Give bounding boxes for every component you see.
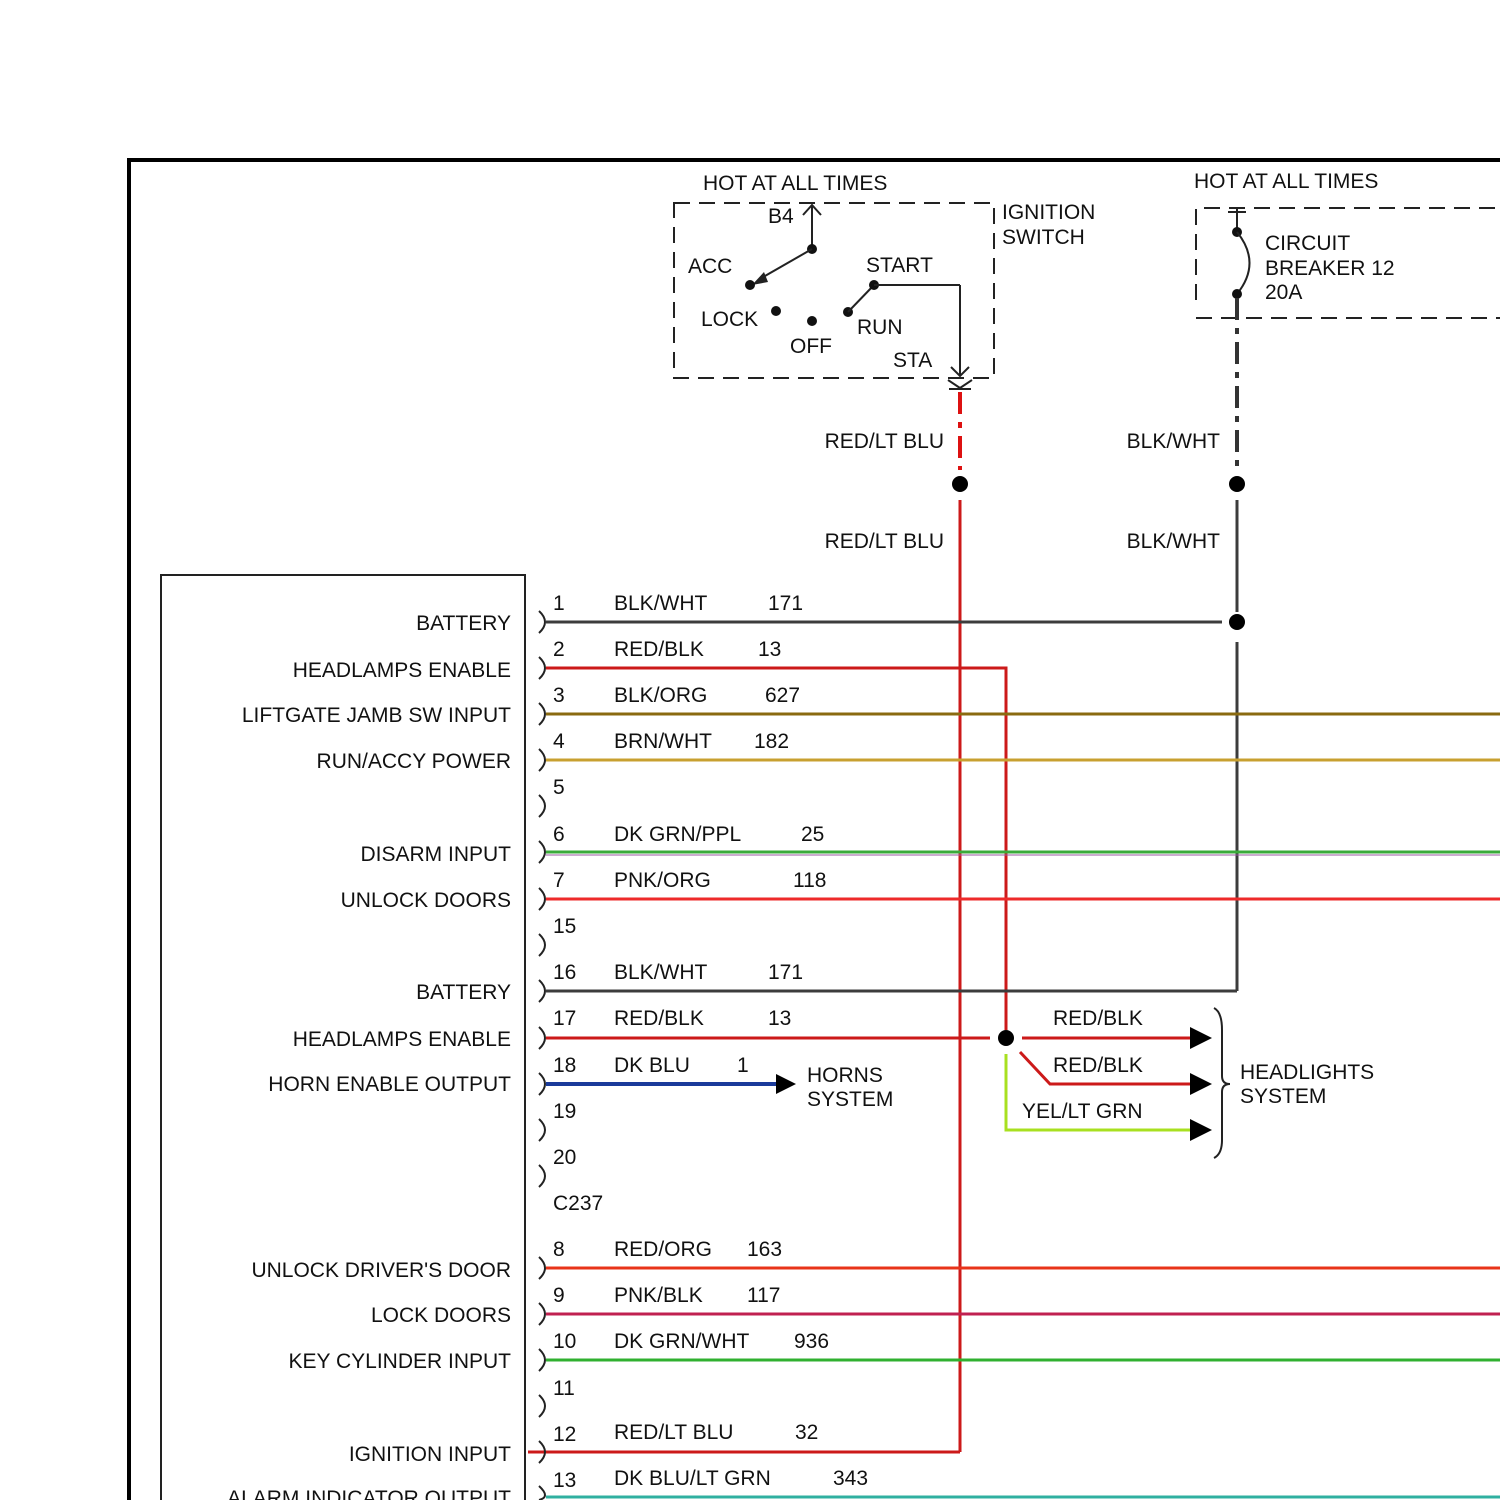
circuit-number: 117 bbox=[747, 1284, 780, 1307]
pin-number: 17 bbox=[553, 1007, 576, 1030]
circuit-number: 182 bbox=[754, 730, 789, 753]
pin-number: 9 bbox=[553, 1284, 565, 1307]
pin-number: 8 bbox=[553, 1238, 565, 1261]
horns-label-1: HORNS bbox=[807, 1064, 883, 1087]
circuit-number: 343 bbox=[833, 1467, 868, 1490]
circuit-number: 627 bbox=[765, 684, 800, 707]
feed-red-lt-blu-upper: RED/LT BLU bbox=[825, 430, 944, 453]
circuit-number: 25 bbox=[801, 823, 824, 846]
ignition-switch-label-1: IGNITION bbox=[1002, 201, 1095, 224]
wire-color: RED/BLK bbox=[614, 638, 704, 661]
horns-label-2: SYSTEM bbox=[807, 1088, 893, 1111]
pin-number: 13 bbox=[553, 1469, 576, 1492]
splice-blk-wht-lower bbox=[1229, 614, 1245, 630]
pin-number: 2 bbox=[553, 638, 565, 661]
sta-label: STA bbox=[893, 349, 932, 372]
wire-color: PNK/ORG bbox=[614, 869, 711, 892]
acc-label: ACC bbox=[688, 255, 732, 278]
circuit-number: 1 bbox=[737, 1054, 749, 1077]
pin-number: 20 bbox=[553, 1146, 576, 1169]
circuit-number: 171 bbox=[768, 592, 803, 615]
splice-red-lt-blu bbox=[952, 476, 968, 492]
pin-number: 1 bbox=[553, 592, 565, 615]
wire-color: DK BLU bbox=[614, 1054, 690, 1077]
pin-number: 18 bbox=[553, 1054, 576, 1077]
wire-color: DK GRN/WHT bbox=[614, 1330, 749, 1353]
wire-color: BLK/WHT bbox=[614, 592, 708, 615]
headlights-wire-1: RED/BLK bbox=[1053, 1007, 1143, 1030]
lock-label: LOCK bbox=[701, 308, 758, 331]
pin-function: LIFTGATE JAMB SW INPUT bbox=[242, 704, 511, 727]
wire-color: PNK/BLK bbox=[614, 1284, 703, 1307]
headlights-label-1: HEADLIGHTS bbox=[1240, 1061, 1374, 1084]
splice-red-blk bbox=[998, 1030, 1014, 1046]
start-label: START bbox=[866, 254, 933, 277]
wire-color: BLK/ORG bbox=[614, 684, 707, 707]
pin-function: HEADLAMPS ENABLE bbox=[293, 659, 511, 682]
pin-function: KEY CYLINDER INPUT bbox=[289, 1350, 512, 1373]
hot-at-all-times-right: HOT AT ALL TIMES bbox=[1194, 170, 1378, 193]
b4-label: B4 bbox=[768, 205, 794, 228]
circuit-number: 936 bbox=[794, 1330, 829, 1353]
splice-blk-wht-upper bbox=[1229, 476, 1245, 492]
circuit-number: 163 bbox=[747, 1238, 782, 1261]
connector-id: C237 bbox=[553, 1192, 603, 1215]
pin-number: 4 bbox=[553, 730, 565, 753]
pin-number: 15 bbox=[553, 915, 576, 938]
wire-color: RED/ORG bbox=[614, 1238, 712, 1261]
connector-brackets bbox=[539, 611, 545, 1500]
pin-number: 16 bbox=[553, 961, 576, 984]
feed-blk-wht-lower: BLK/WHT bbox=[1127, 530, 1221, 553]
wire-color: BRN/WHT bbox=[614, 730, 712, 753]
feed-red-lt-blu-lower: RED/LT BLU bbox=[825, 530, 944, 553]
pin-function: LOCK DOORS bbox=[371, 1304, 511, 1327]
pin-number: 10 bbox=[553, 1330, 576, 1353]
pin-function: BATTERY bbox=[416, 612, 511, 635]
pin-number: 7 bbox=[553, 869, 565, 892]
circuit-number: 32 bbox=[795, 1421, 818, 1444]
run-label: RUN bbox=[857, 316, 903, 339]
circuit-number: 118 bbox=[793, 869, 826, 892]
circuit-breaker-label-3: 20A bbox=[1265, 281, 1302, 304]
pin-function: HEADLAMPS ENABLE bbox=[293, 1028, 511, 1051]
ignition-switch: HOT AT ALL TIMES IGNITION SWITCH B4 ACC … bbox=[674, 172, 1095, 389]
circuit-breaker-label-2: BREAKER 12 bbox=[1265, 257, 1395, 280]
horns-system: HORNS SYSTEM bbox=[807, 1064, 893, 1111]
pin-function: HORN ENABLE OUTPUT bbox=[268, 1073, 511, 1096]
circuit-number: 171 bbox=[768, 961, 803, 984]
pin-function: BATTERY bbox=[416, 981, 511, 1004]
pin-function: UNLOCK DOORS bbox=[341, 889, 511, 912]
headlights-system: RED/BLK RED/BLK YEL/LT GRN HEADLIGHTS SY… bbox=[998, 1007, 1374, 1158]
ignition-switch-label-2: SWITCH bbox=[1002, 226, 1085, 249]
circuit-breaker: HOT AT ALL TIMES CIRCUIT BREAKER 12 20A bbox=[1194, 170, 1500, 318]
headlights-label-2: SYSTEM bbox=[1240, 1085, 1326, 1108]
pin-function: ALARM INDICATOR OUTPUT bbox=[227, 1487, 511, 1500]
pin-number: 3 bbox=[553, 684, 565, 707]
wire-color: RED/BLK bbox=[614, 1007, 704, 1030]
wire-color: DK BLU/LT GRN bbox=[614, 1467, 771, 1490]
pin-number: 5 bbox=[553, 776, 565, 799]
pin-function: RUN/ACCY POWER bbox=[317, 750, 511, 773]
pin-function: UNLOCK DRIVER'S DOOR bbox=[251, 1259, 511, 1282]
pin-function: IGNITION INPUT bbox=[349, 1443, 511, 1466]
circuit-number: 13 bbox=[768, 1007, 791, 1030]
headlights-wire-3: YEL/LT GRN bbox=[1022, 1100, 1143, 1123]
feed-blk-wht-upper: BLK/WHT bbox=[1127, 430, 1221, 453]
hot-at-all-times-left: HOT AT ALL TIMES bbox=[703, 172, 887, 195]
pin-function: DISARM INPUT bbox=[360, 843, 511, 866]
off-label: OFF bbox=[790, 335, 832, 358]
wire-color: BLK/WHT bbox=[614, 961, 708, 984]
wire-color: RED/LT BLU bbox=[614, 1421, 733, 1444]
circuit-breaker-label-1: CIRCUIT bbox=[1265, 232, 1350, 255]
headlights-wire-2: RED/BLK bbox=[1053, 1054, 1143, 1077]
wire-color: DK GRN/PPL bbox=[614, 823, 741, 846]
pin-number: 12 bbox=[553, 1423, 576, 1446]
pin-number: 6 bbox=[553, 823, 565, 846]
pin-number: 11 bbox=[553, 1377, 575, 1400]
pin-labels: 1 2 3 4 5 6 7 15 16 17 18 19 20 C237 8 9… bbox=[227, 592, 868, 1500]
circuit-number: 13 bbox=[758, 638, 781, 661]
pin-number: 19 bbox=[553, 1100, 576, 1123]
